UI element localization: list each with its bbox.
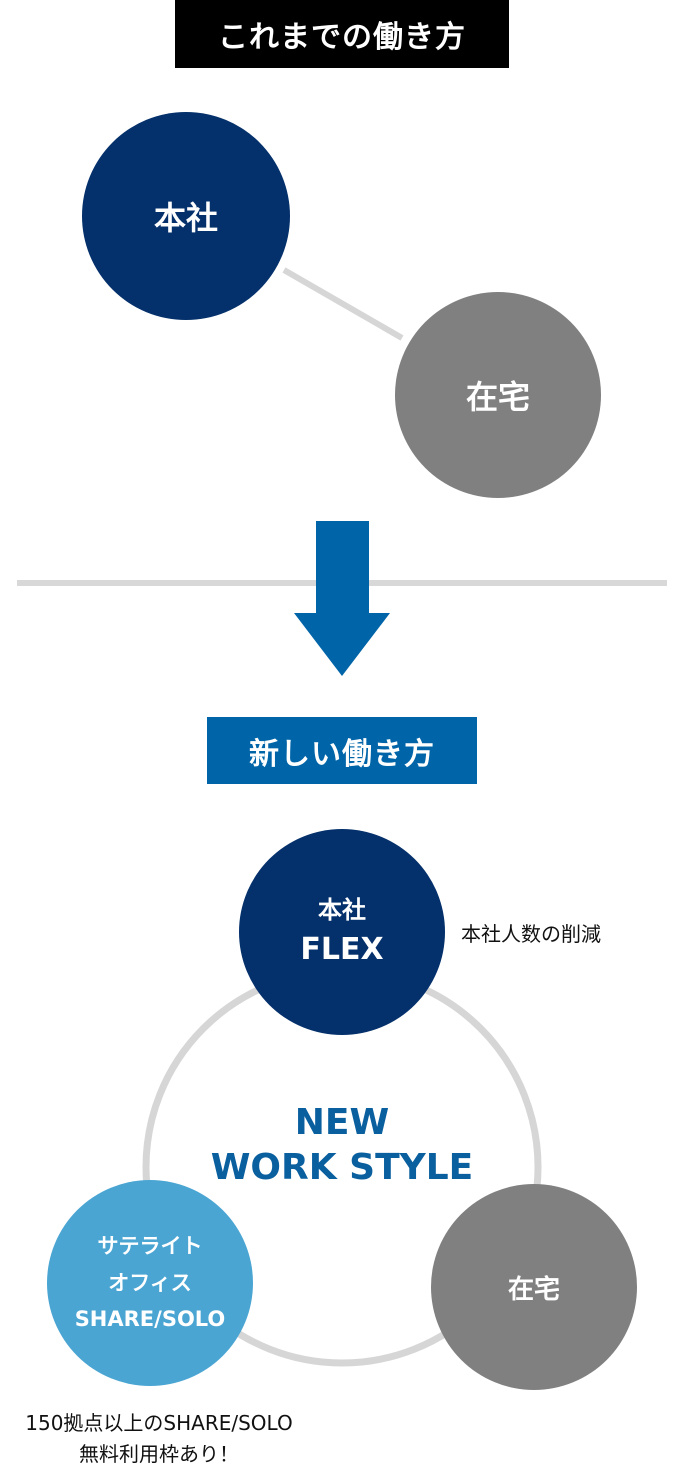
old-connector-line bbox=[282, 267, 404, 341]
satellite-label-line2: オフィス bbox=[108, 1270, 192, 1295]
new-home-circle: 在宅 bbox=[431, 1184, 637, 1390]
satellite-label-line3: SHARE/SOLO bbox=[74, 1307, 226, 1332]
satellite-note-line1: 150拠点以上のSHARE/SOLO bbox=[25, 1411, 293, 1435]
new-head-office-flex-label: FLEX bbox=[300, 931, 384, 967]
new-work-style-center-text: NEW WORK STYLE bbox=[192, 1100, 492, 1190]
old-home-circle: 在宅 bbox=[395, 292, 601, 498]
old-workstyle-title: これまでの働き方 bbox=[175, 0, 509, 68]
center-text-line1: NEW bbox=[294, 1102, 390, 1143]
satellite-label-line1: サテライト bbox=[97, 1233, 203, 1258]
old-home-label: 在宅 bbox=[465, 378, 530, 416]
center-text-line2: WORK STYLE bbox=[210, 1147, 474, 1188]
head-office-note: 本社人数の削減 bbox=[461, 922, 601, 946]
satellite-note-line2: 無料利用枠あり！ bbox=[79, 1442, 239, 1466]
satellite-note: 150拠点以上のSHARE/SOLO 無料利用枠あり！ bbox=[0, 1408, 318, 1470]
new-home-label: 在宅 bbox=[507, 1274, 560, 1305]
satellite-office-circle: サテライト オフィス SHARE/SOLO bbox=[47, 1180, 253, 1386]
new-workstyle-title: 新しい働き方 bbox=[207, 717, 477, 784]
new-head-office-circle: 本社 FLEX bbox=[239, 829, 445, 1035]
new-head-office-label: 本社 bbox=[318, 895, 366, 924]
old-head-office-label: 本社 bbox=[153, 199, 218, 237]
old-head-office-circle: 本社 bbox=[82, 112, 290, 320]
